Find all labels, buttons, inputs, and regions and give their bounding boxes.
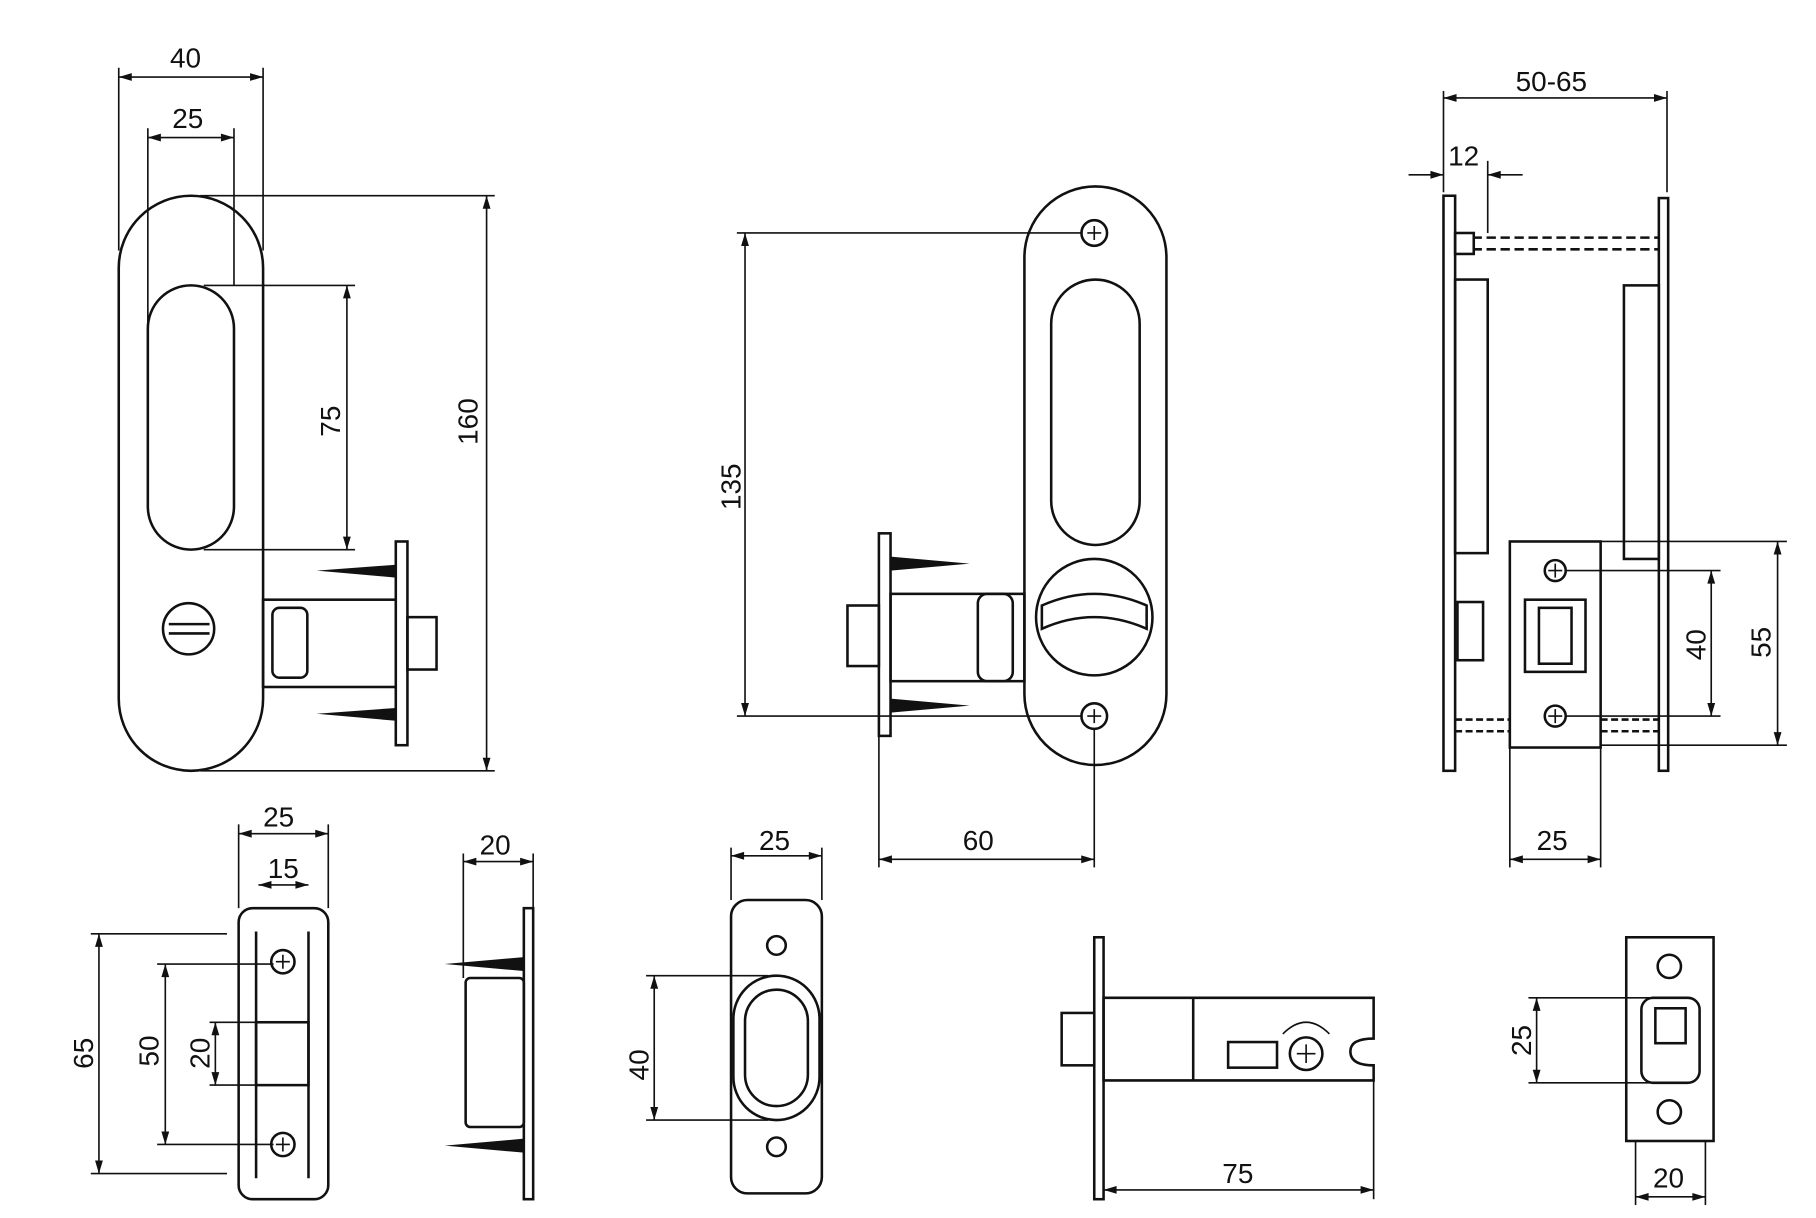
strike-plate-outline (237, 906, 330, 1201)
dim-strike-height: 65 (68, 1038, 99, 1069)
dim-plate-offset: 12 (1448, 140, 1479, 171)
keeper-outline (729, 898, 824, 1195)
outer-recess (1453, 278, 1490, 555)
screw-cross (1087, 226, 1102, 724)
spindle (1537, 606, 1573, 665)
mounting-spikes (444, 957, 524, 1153)
latch-bolt (846, 604, 881, 668)
mounting-spikes (316, 564, 396, 721)
latch-bolt (1060, 1011, 1096, 1067)
dim-faceplate-bolt: 25 (1506, 1025, 1537, 1056)
outer-plate (1442, 194, 1457, 773)
dim-strike-hole: 20 (185, 1038, 216, 1069)
mounting-hole (765, 1136, 788, 1158)
front-view-handle: 40 25 75 160 (117, 43, 495, 773)
dim-rosette-screw-spacing: 40 (1680, 629, 1711, 660)
strike-box (464, 976, 526, 1129)
screw-cross (275, 954, 290, 1152)
latch-window (1226, 1040, 1279, 1069)
dim-front-slot-height: 75 (315, 406, 346, 437)
latch-bolt (406, 615, 438, 671)
dim-strike-depth: 20 (480, 830, 511, 861)
screw-icon (1288, 1036, 1324, 1072)
screw-cross (1282, 1021, 1330, 1063)
threaded-rod (1472, 236, 1659, 251)
dim-keeper-width: 25 (759, 825, 790, 856)
escutcheon-outline (1023, 185, 1168, 767)
bolt (1654, 1007, 1687, 1045)
latch-body (261, 598, 398, 689)
dim-front-height: 160 (452, 398, 483, 445)
inner-recess (1622, 284, 1661, 561)
dim-rosette-height: 55 (1746, 627, 1777, 658)
mounting-hole (1656, 953, 1683, 980)
latch-body (889, 592, 1026, 683)
dim-latch-length: 75 (1222, 1158, 1253, 1189)
rod-head (1453, 231, 1476, 256)
latch-faceplate (877, 532, 892, 738)
thumb-turn-icon (1034, 557, 1154, 677)
dim-backset: 60 (963, 825, 994, 856)
handle-recess (1049, 278, 1141, 547)
screw-cross (1548, 563, 1563, 724)
screw-icon (269, 948, 296, 975)
dim-front-slot-width: 25 (172, 103, 203, 134)
latch-faceplate (1092, 935, 1105, 1201)
strike-plate-edge (522, 906, 535, 1201)
mounting-hole (765, 934, 788, 957)
keeper-slot-outer (732, 974, 821, 1122)
spindle-housing (1523, 598, 1587, 674)
dim-strike-screw-spacing: 50 (133, 1035, 164, 1066)
strike-plate-view: 25 15 65 50 20 (68, 802, 330, 1201)
dim-door-thickness: 50-65 (1516, 66, 1587, 97)
latch-faceplate (394, 540, 409, 747)
keeper-view: 25 40 (623, 825, 824, 1195)
dim-faceplate-width: 20 (1653, 1163, 1684, 1194)
bolt-opening (1640, 996, 1701, 1085)
faceplate-outline (1624, 935, 1715, 1143)
inside-view-handle: 135 60 (715, 185, 1168, 868)
side-view-assembly: 50-65 12 40 55 25 (1408, 66, 1787, 868)
latch-view: 75 (1060, 935, 1375, 1201)
emergency-release-icon (161, 601, 216, 656)
release-cam (1456, 600, 1485, 662)
escutcheon-outline (117, 194, 265, 773)
handle-recess (146, 284, 236, 551)
latch-collar (976, 592, 1015, 683)
strike-hole (254, 1020, 310, 1087)
strike-side-view: 20 (444, 830, 535, 1201)
latch-body (1102, 996, 1375, 1082)
faceplate-view: 25 20 (1506, 935, 1715, 1206)
dim-strike-width: 25 (263, 802, 294, 833)
dim-screw-spacing: 135 (715, 463, 746, 510)
inner-plate (1657, 196, 1670, 773)
dim-front-width: 40 (170, 43, 201, 74)
keeper-slot-inner (743, 988, 810, 1108)
mounting-hole (1656, 1098, 1683, 1125)
dim-rosette-width: 25 (1537, 825, 1568, 856)
dim-keeper-slot: 40 (623, 1049, 654, 1080)
mounting-spikes (890, 556, 970, 713)
latch-collar (271, 606, 309, 679)
thumb-turn-grip (1040, 592, 1148, 631)
dim-strike-inner-width: 15 (268, 853, 299, 884)
